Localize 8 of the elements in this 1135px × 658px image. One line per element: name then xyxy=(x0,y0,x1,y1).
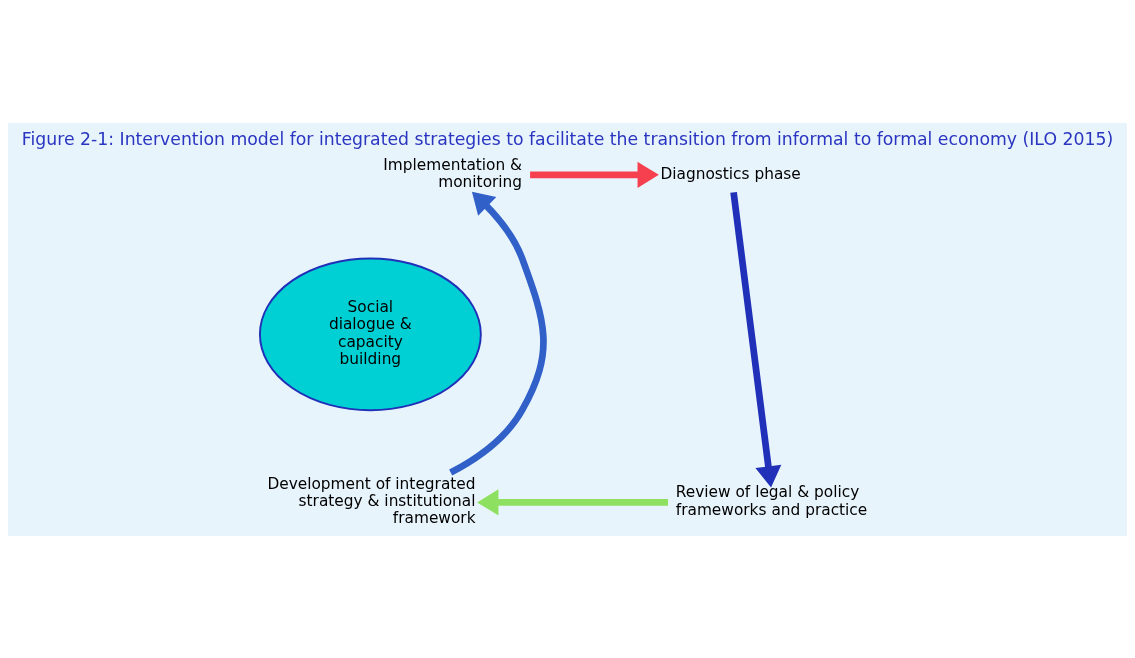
node-ellipse: Social dialogue & capacity building xyxy=(258,256,482,411)
node-text: Review of legal & policy frameworks and practice xyxy=(675,482,868,519)
node-text: Development of integrated strategy & institutional framework xyxy=(267,474,476,527)
diagram-title: Figure 2-1: Intervention model for integrated strategies to facilitate the transition from informal to formal economy (ILO 2015) xyxy=(21,128,1114,149)
node-text: Diagnostics phase xyxy=(660,164,801,183)
arrow xyxy=(449,191,547,475)
arrow xyxy=(730,191,782,488)
node-text: Implementation & monitoring xyxy=(383,155,523,191)
